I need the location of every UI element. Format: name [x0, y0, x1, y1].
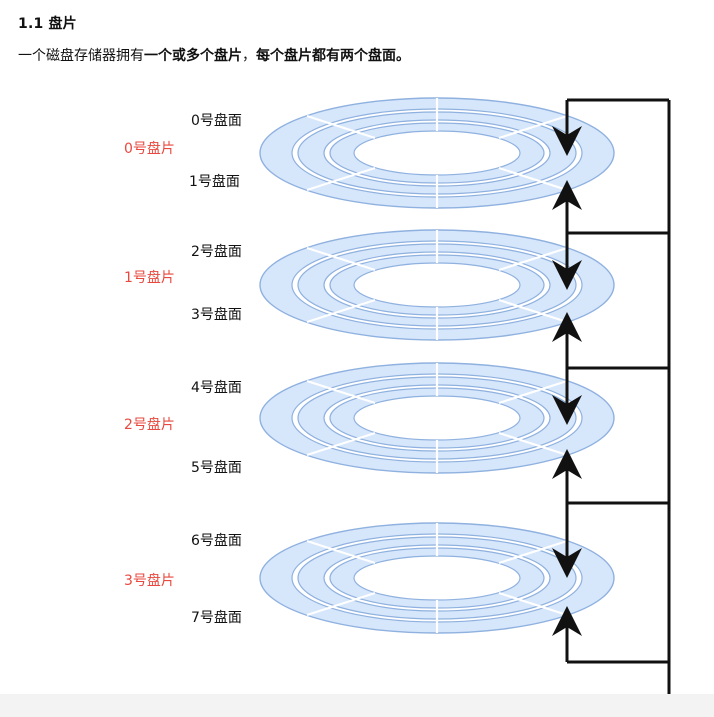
sector-divider-3-3	[498, 539, 568, 565]
platter-hub-1	[353, 262, 521, 308]
intro-bold-1: 一个或多个盘片	[144, 48, 242, 64]
surface-label-3: 3号盘面	[191, 307, 242, 323]
surface-label-0: 0号盘面	[191, 113, 242, 129]
sector-divider-1-4	[306, 298, 376, 324]
platter-label-3: 3号盘片	[124, 573, 175, 589]
platter-hub-3	[353, 555, 521, 601]
intro-text: 一个磁盘存储器拥有一个或多个盘片，每个盘片都有两个盘面。	[18, 45, 410, 65]
platter-1	[259, 229, 615, 341]
platter-label-1: 1号盘片	[124, 270, 175, 286]
sector-divider-1-2	[306, 246, 376, 272]
surface-label-6: 6号盘面	[191, 533, 242, 549]
sector-divider-2-4	[306, 431, 376, 457]
surface-label-4: 4号盘面	[191, 380, 242, 396]
section-title: 1.1 盘片	[18, 16, 77, 32]
surface-label-2: 2号盘面	[191, 244, 242, 260]
sector-divider-1-3	[498, 246, 568, 272]
intro-bold-2: 每个盘片都有两个盘面。	[256, 48, 410, 64]
sector-divider-0-4	[306, 166, 376, 192]
surface-label-1: 1号盘面	[189, 174, 240, 190]
surface-label-7: 7号盘面	[191, 610, 242, 626]
platter-0	[259, 97, 615, 209]
platter-hub-2	[353, 395, 521, 441]
platter-label-0: 0号盘片	[124, 141, 175, 157]
intro-prefix: 一个磁盘存储器拥有	[18, 48, 144, 64]
bottom-band	[0, 694, 714, 717]
actuator-group	[552, 98, 671, 694]
intro-mid: ，	[242, 48, 256, 64]
sector-divider-2-2	[306, 379, 376, 405]
platter-label-2: 2号盘片	[124, 417, 175, 433]
sector-divider-2-3	[498, 379, 568, 405]
sector-divider-0-2	[306, 114, 376, 140]
sector-divider-3-4	[306, 591, 376, 617]
sector-divider-3-2	[306, 539, 376, 565]
sector-divider-0-3	[498, 114, 568, 140]
platter-hub-0	[353, 130, 521, 176]
platter-3	[259, 522, 615, 634]
disk-group	[259, 97, 615, 634]
platter-2	[259, 362, 615, 474]
surface-label-5: 5号盘面	[191, 460, 242, 476]
